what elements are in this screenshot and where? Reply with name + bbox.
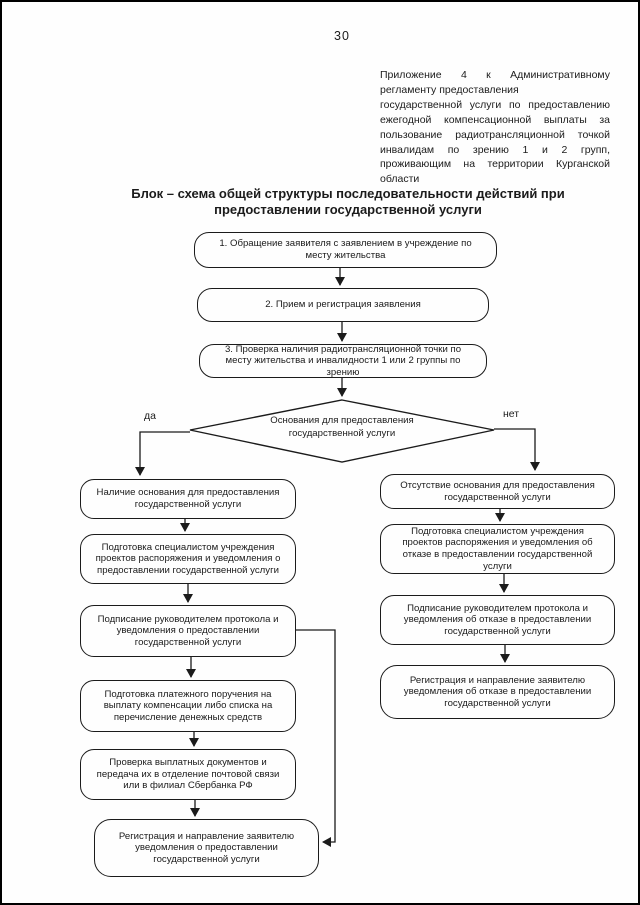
flowchart-title: Блок – схема общей структуры последовате… xyxy=(54,186,638,217)
left-step-1-box: Наличие основания для предоставления гос… xyxy=(80,479,296,519)
left-step-3-label: Подписание руководителем протокола и уве… xyxy=(97,613,279,648)
appendix-line: ежегодной компенсационной выплаты за xyxy=(380,113,610,126)
right-step-2-box: Подготовка специалистом учреждения проек… xyxy=(380,524,615,574)
arrow-decision-yes xyxy=(135,431,190,476)
left-step-5-box: Проверка выплатных документов и передача… xyxy=(80,749,296,800)
left-step-6-label: Регистрация и направление заявителю увед… xyxy=(118,830,295,865)
appendix-line: области xyxy=(380,173,420,186)
branch-label-yes: да xyxy=(144,410,156,422)
left-step-2-label: Подготовка специалистом учреждения проек… xyxy=(95,541,281,576)
decision-diamond-label: Основания для предоставления государстве… xyxy=(270,415,414,439)
right-step-1-box: Отсутствие основания для предоставления … xyxy=(380,474,615,509)
flow-step-1-label: 1. Обращение заявителя с заявлением в уч… xyxy=(219,238,472,261)
left-step-1-label: Наличие основания для предоставления гос… xyxy=(96,487,280,510)
left-step-5-label: Проверка выплатных документов и передача… xyxy=(96,757,280,792)
appendix-line: пользование радиотрансляционной точкой xyxy=(380,128,610,141)
right-step-4-box: Регистрация и направление заявителю увед… xyxy=(380,665,615,719)
branch-label-no: нет xyxy=(503,408,520,420)
left-step-4-box: Подготовка платежного поручения на выпла… xyxy=(80,680,296,732)
appendix-note: Приложение 4 к Административному регламе… xyxy=(380,68,610,187)
appendix-line: регламенту предоставления xyxy=(380,83,519,96)
appendix-line: государственной услуги по предоставлению xyxy=(380,98,610,111)
appendix-line: Приложение 4 к Административному xyxy=(380,69,610,81)
flow-step-3-box: 3. Проверка наличия радиотрансляционной … xyxy=(199,344,487,378)
flow-step-2-label: 2. Прием и регистрация заявления xyxy=(265,299,421,311)
right-step-3-box: Подписание руководителем протокола и уве… xyxy=(380,595,615,645)
arrow-decision-no xyxy=(494,428,540,471)
left-step-3-box: Подписание руководителем протокола и уве… xyxy=(80,605,296,657)
flow-step-1-box: 1. Обращение заявителя с заявлением в уч… xyxy=(194,232,497,268)
appendix-line: проживающим на территории Курганской xyxy=(380,158,610,171)
right-step-1-label: Отсутствие основания для предоставления … xyxy=(400,479,595,503)
arrow-left-3-feedback-6 xyxy=(296,629,336,847)
decision-diamond-shape xyxy=(189,399,495,463)
flow-step-3-label: 3. Проверка наличия радиотрансляционной … xyxy=(224,343,462,378)
flowchart-title-line: Блок – схема общей структуры последовате… xyxy=(131,186,565,201)
flow-step-2-box: 2. Прием и регистрация заявления xyxy=(197,288,489,322)
right-step-3-label: Подписание руководителем протокола и уве… xyxy=(403,602,592,637)
left-step-4-label: Подготовка платежного поручения на выпла… xyxy=(103,688,273,723)
right-step-2-label: Подготовка специалистом учреждения проек… xyxy=(402,525,593,572)
appendix-line: инвалидам по зрению 1 и 2 групп, xyxy=(380,143,610,156)
flowchart-title-line: предоставлении государственной услуги xyxy=(214,201,482,217)
left-step-2-box: Подготовка специалистом учреждения проек… xyxy=(80,534,296,584)
page-number: 30 xyxy=(334,29,350,43)
right-step-4-label: Регистрация и направление заявителю увед… xyxy=(403,674,592,709)
left-step-6-box: Регистрация и направление заявителю увед… xyxy=(94,819,319,877)
